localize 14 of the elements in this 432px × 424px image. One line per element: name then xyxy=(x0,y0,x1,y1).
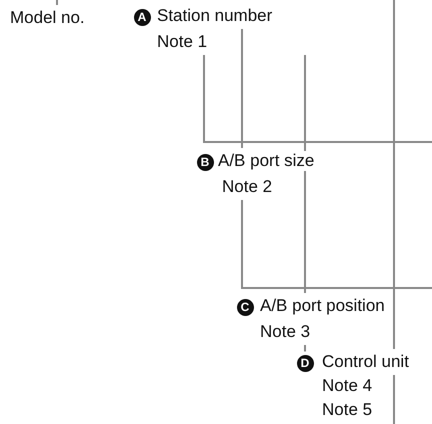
letter-badge: D xyxy=(296,354,314,372)
letter-badge: B xyxy=(196,154,214,170)
leader-line xyxy=(393,375,395,424)
leader-line xyxy=(393,0,395,349)
leader-line xyxy=(56,0,58,5)
item-label: A/B port position xyxy=(260,296,385,316)
leader-line xyxy=(304,345,306,352)
leader-line xyxy=(241,200,432,289)
leader-line xyxy=(241,29,243,148)
leader-line xyxy=(304,55,306,293)
leader-line xyxy=(203,55,432,143)
letter-badge: C xyxy=(236,298,254,316)
letter-badge: A xyxy=(134,8,150,26)
item-label: A/B port size xyxy=(218,151,314,171)
